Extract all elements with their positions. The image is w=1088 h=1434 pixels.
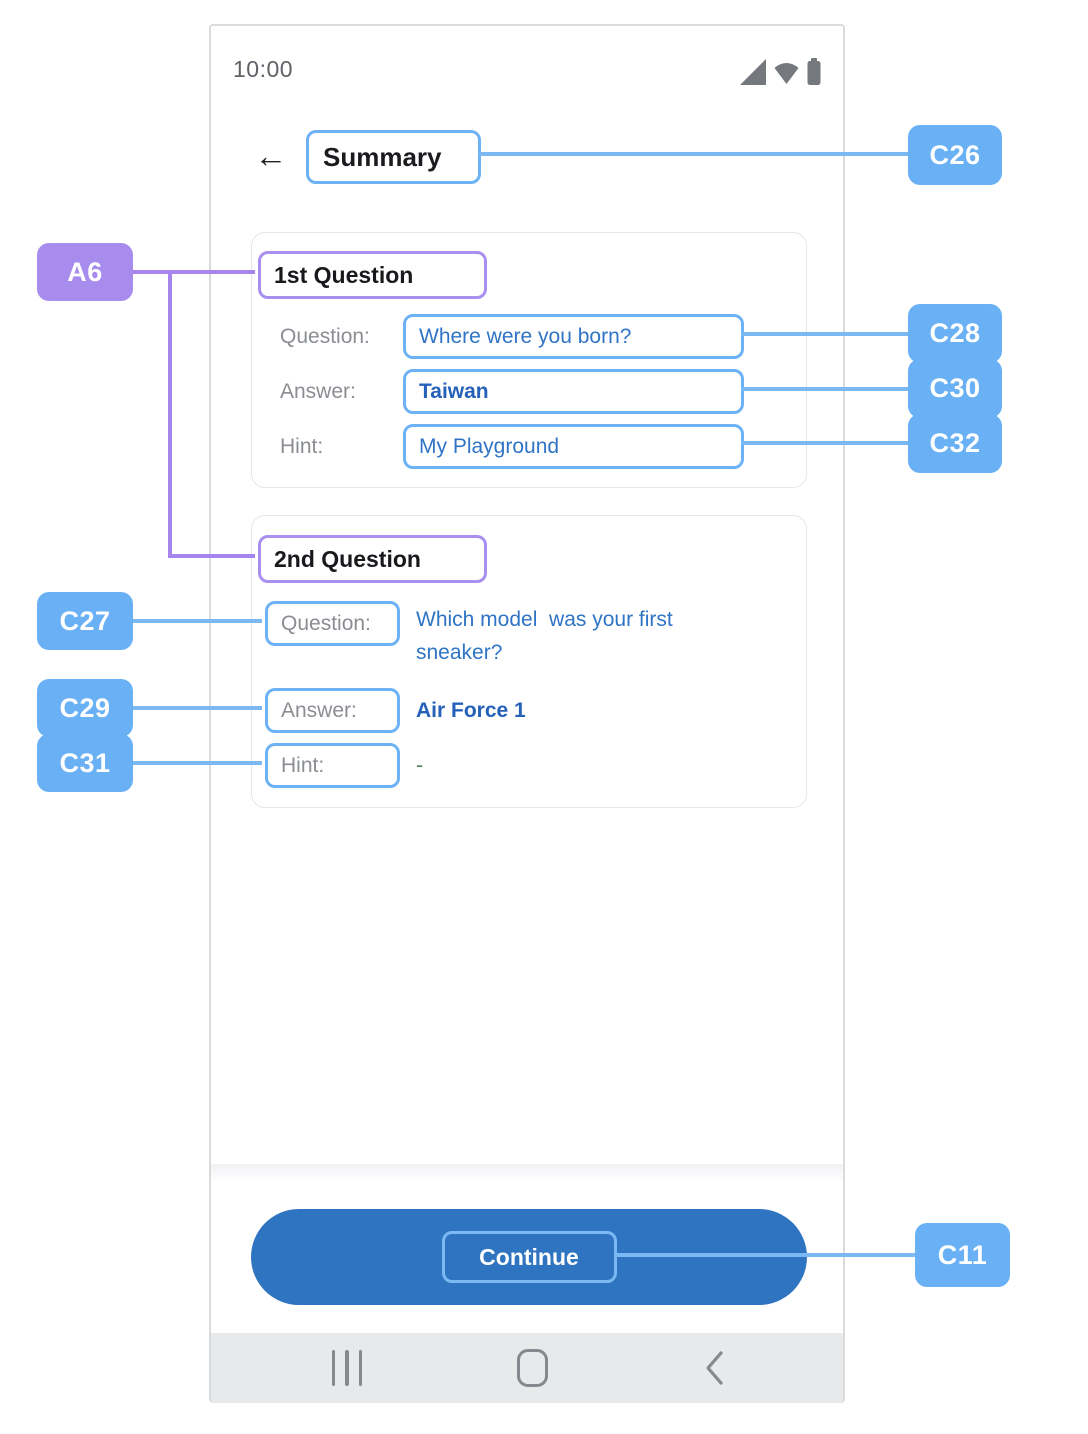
hint-value: My Playground [403, 424, 744, 469]
callout-c32: C32 [908, 414, 1002, 473]
status-time: 10:00 [233, 56, 294, 82]
question-value: Where were you born? [403, 314, 744, 359]
connector-answer1-c30 [741, 387, 908, 391]
recents-icon[interactable] [311, 1333, 383, 1403]
continue-button[interactable]: Continue [251, 1209, 807, 1305]
answer-label: Answer: [280, 380, 356, 403]
connector-hint1-c32 [741, 441, 908, 445]
continue-button-label: Continue [441, 1231, 617, 1283]
content-bottom-divider [211, 1164, 843, 1180]
battery-icon [807, 58, 821, 85]
callout-c30: C30 [908, 359, 1002, 418]
back-icon[interactable] [679, 1333, 751, 1403]
question-card-1: 1st Question Question: Where were you bo… [251, 232, 807, 488]
connector-a6-heading1 [133, 270, 255, 274]
answer-value: Taiwan [403, 369, 744, 414]
question-label: Question: [280, 325, 370, 348]
callout-c29: C29 [37, 679, 133, 737]
connector-summary-c26 [479, 152, 908, 156]
connector-question1-c28 [741, 332, 908, 336]
system-nav-bar [211, 1333, 843, 1403]
answer-label: Answer: [265, 688, 400, 733]
card-2-heading: 2nd Question [258, 535, 487, 583]
connector-c27-question2 [133, 619, 262, 623]
connector-c29-answer2 [133, 706, 262, 710]
connector-c31-hint2 [133, 761, 262, 765]
signal-icon [740, 59, 766, 85]
question-value: Which model was your first sneaker? [416, 608, 679, 664]
connector-a6-vertical [168, 270, 172, 556]
hint-label: Hint: [265, 743, 400, 788]
callout-c27: C27 [37, 592, 133, 650]
back-arrow-icon[interactable]: ← [254, 137, 288, 174]
status-icons [740, 58, 821, 85]
wifi-icon [773, 63, 800, 85]
home-icon[interactable] [496, 1333, 568, 1403]
answer-value: Air Force 1 [416, 699, 526, 722]
question-card-2: 2nd Question Question: Which model was y… [251, 515, 807, 808]
connector-continue-c11 [614, 1253, 915, 1257]
hint-label: Hint: [280, 435, 324, 458]
phone-frame: 10:00 ← Summary 1st Question Question: W… [209, 24, 845, 1403]
callout-c26: C26 [908, 125, 1002, 185]
question-label: Question: [265, 601, 400, 646]
callout-c11: C11 [915, 1223, 1010, 1287]
connector-a6-heading2 [168, 554, 255, 558]
callout-a6: A6 [37, 243, 133, 301]
hint-value: - [416, 754, 423, 777]
page-title: Summary [306, 130, 481, 184]
card-1-heading: 1st Question [258, 251, 487, 299]
callout-c28: C28 [908, 304, 1002, 363]
callout-c31: C31 [37, 734, 133, 792]
